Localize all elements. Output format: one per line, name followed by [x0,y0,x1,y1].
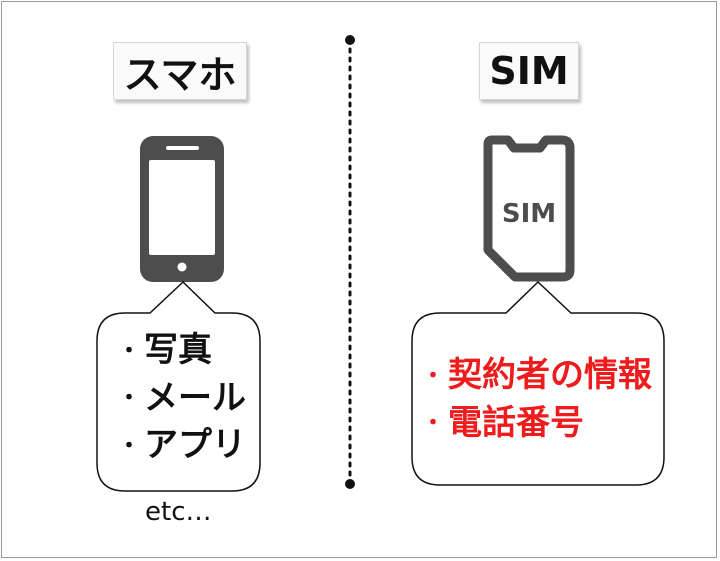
list-item: ・メール [118,377,246,418]
list-item: ・電話番号 [422,402,584,443]
sim-title: SIM [489,49,569,93]
list-item: ・アプリ [118,425,246,465]
etc-text: etc… [145,497,212,527]
sim-speech-bubble [411,280,665,486]
sim-data-list: ・契約者の情報 ・電話番号 [422,352,652,447]
list-item: ・契約者の情報 [422,355,652,395]
smartphone-data-list: ・写真 ・メール ・アプリ [118,327,246,470]
smartphone-speech-bubble [96,280,261,492]
sim-title-box: SIM [479,42,579,100]
smartphone-title-box: スマホ [113,42,247,100]
list-item: ・写真 [118,330,212,370]
smartphone-icon [140,136,224,282]
smartphone-title: スマホ [123,52,237,97]
sim-card-icon: SIM [483,135,575,282]
sim-card-label: SIM [502,199,556,229]
center-divider [345,35,355,489]
